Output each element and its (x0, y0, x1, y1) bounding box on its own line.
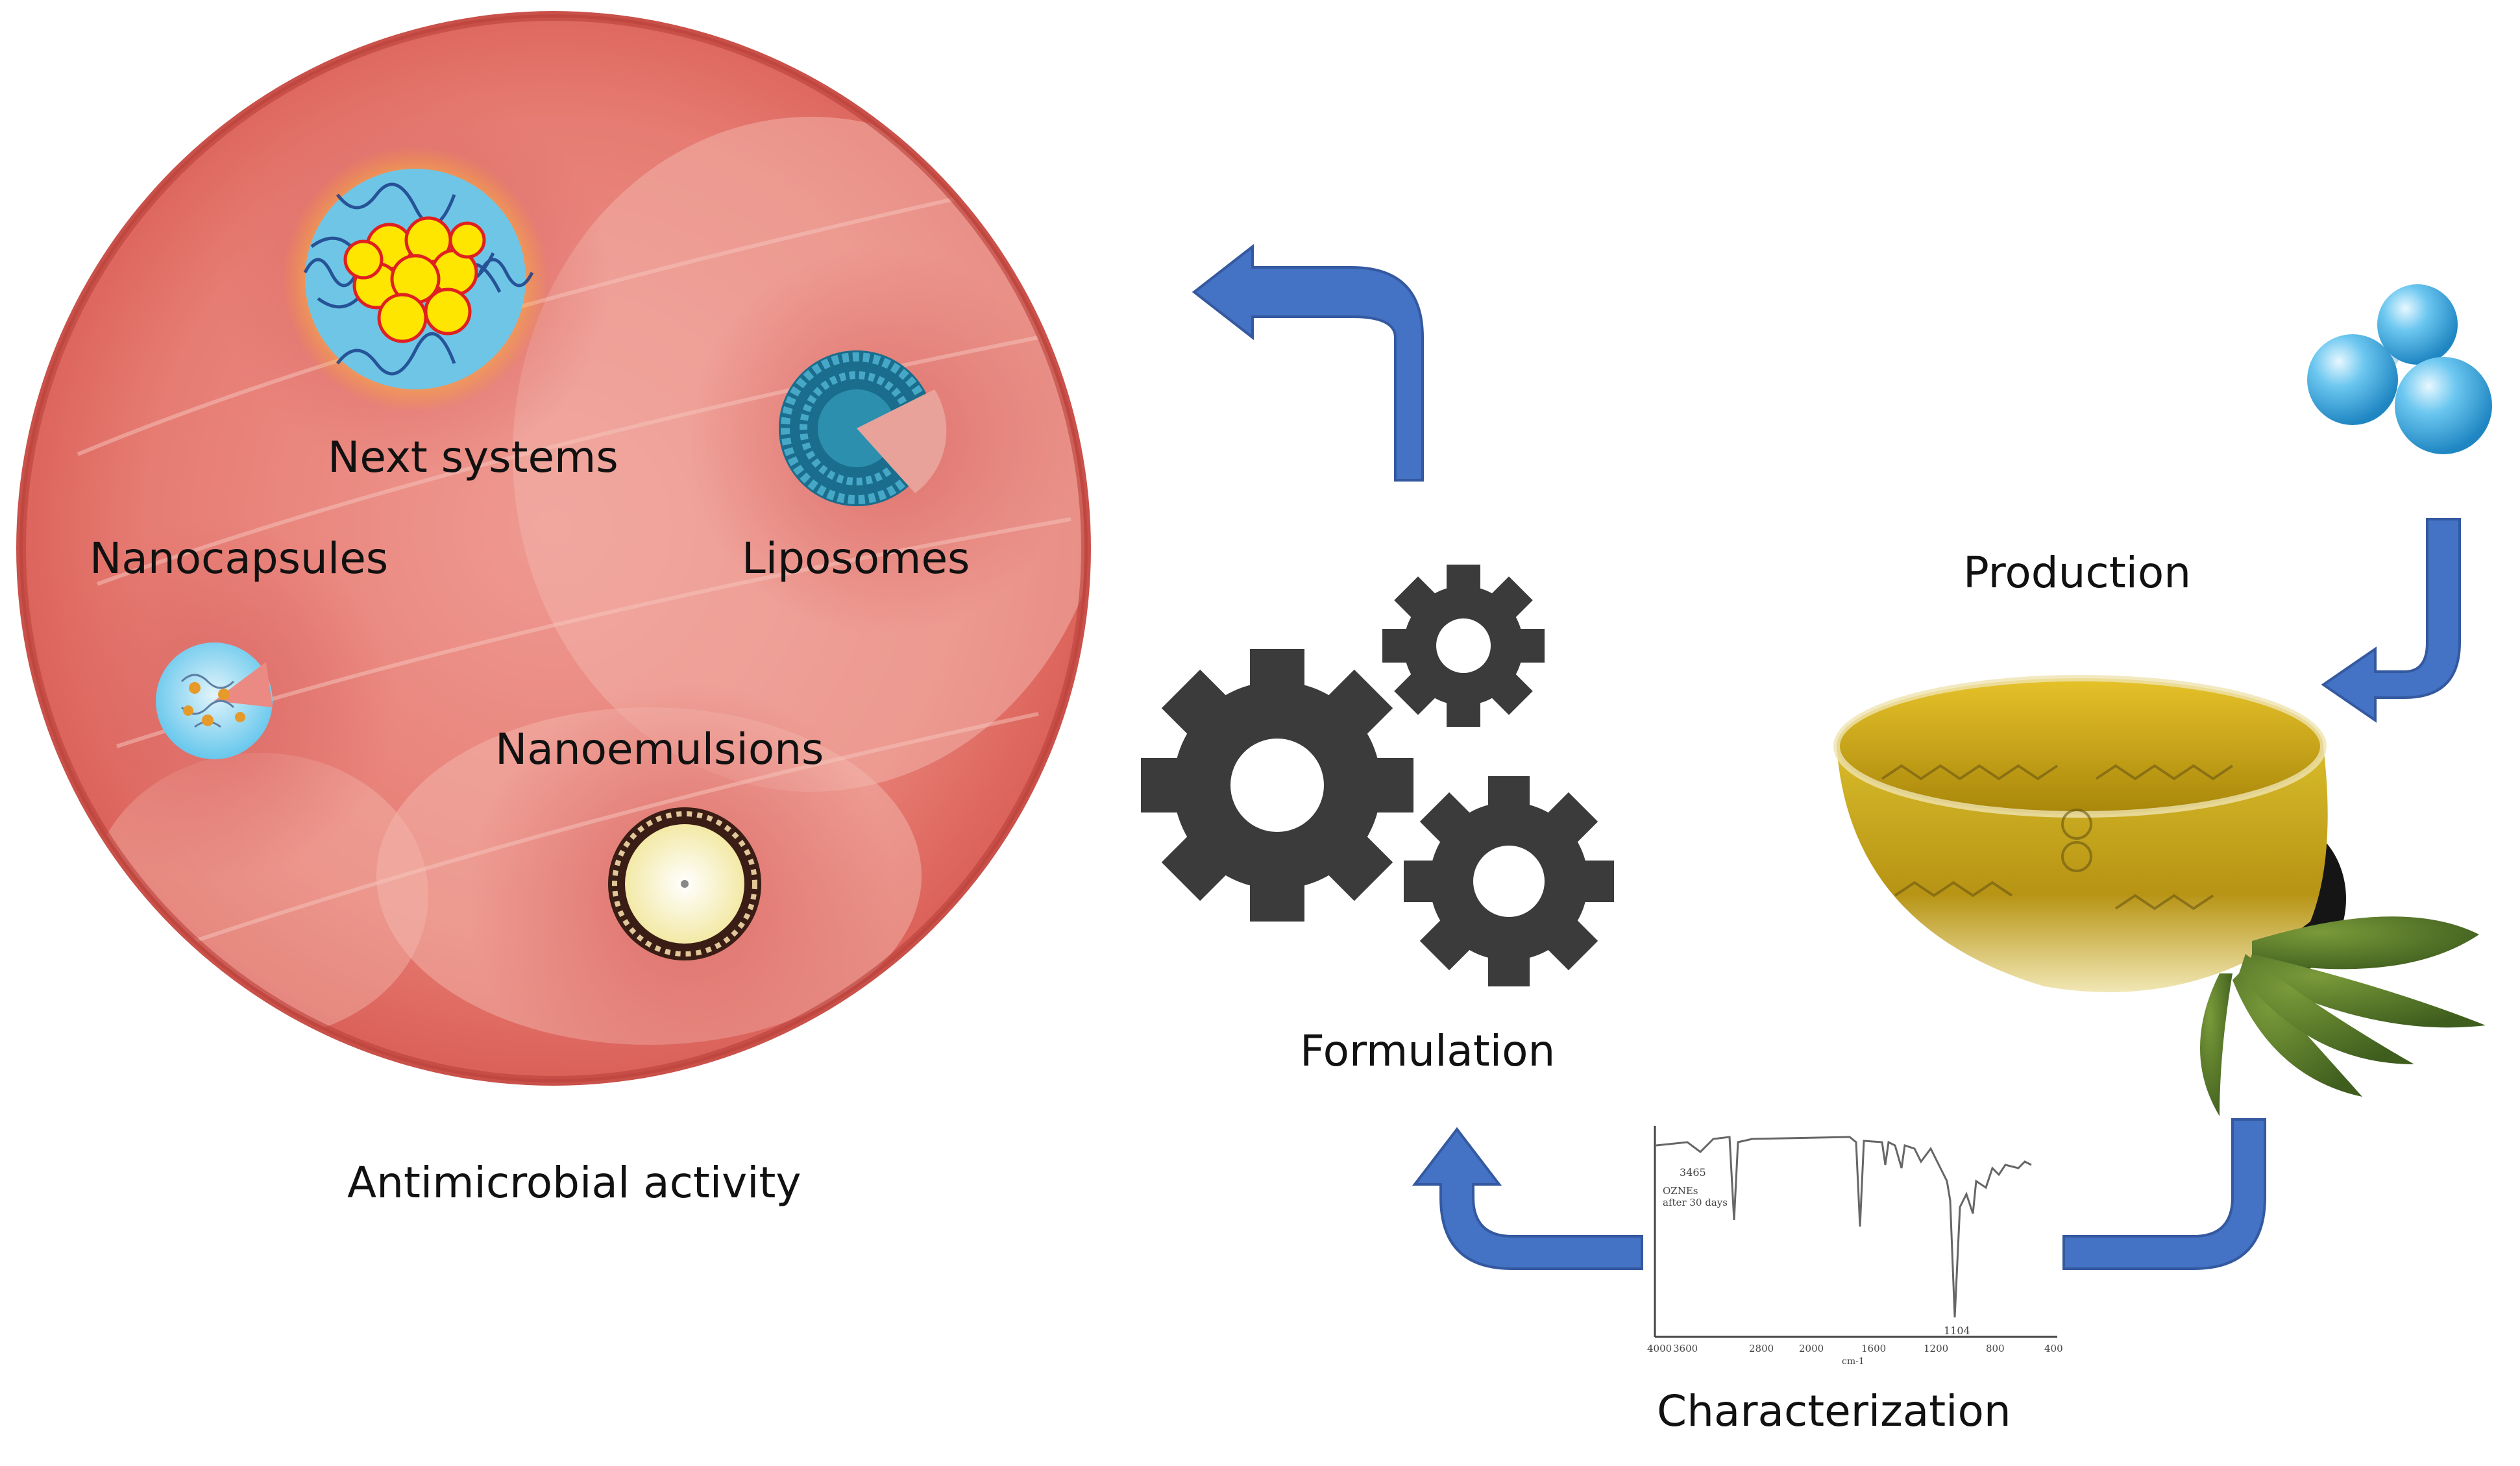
ftir-spectrum-chart: 3465 OZNEs after 30 days 1104 4000 3600 … (1647, 1126, 2063, 1367)
nanocapsule-icon (156, 642, 273, 759)
ftir-x-tick: 2800 (1749, 1343, 1774, 1354)
nanoemulsion-icon (608, 807, 761, 960)
ftir-sample-annotation-2: after 30 days (1663, 1197, 1728, 1208)
ftir-main-peak-annotation: 1104 (1944, 1325, 1970, 1337)
ftir-sample-annotation: OZNEs (1663, 1185, 1698, 1197)
liposome-icon (779, 350, 947, 506)
gears-icon (1141, 565, 1614, 986)
ftir-x-tick: 400 (2044, 1343, 2063, 1354)
arrow-molecule-to-oil (2321, 518, 2461, 723)
label-production: Production (1963, 548, 2192, 598)
arrow-characterization-to-formulation (1412, 1127, 1643, 1270)
arrow-oil-to-characterization (2062, 1118, 2266, 1270)
label-nanoemulsions: Nanoemulsions (495, 724, 824, 774)
next-systems-particle-icon (282, 146, 548, 412)
ftir-x-tick: 800 (1986, 1343, 2005, 1354)
label-characterization: Characterization (1657, 1386, 2011, 1436)
label-liposomes: Liposomes (742, 533, 970, 583)
label-antimicrobial-activity: Antimicrobial activity (347, 1158, 801, 1208)
ftir-peak-annotation: 3465 (1680, 1166, 1706, 1179)
label-formulation: Formulation (1300, 1026, 1556, 1076)
label-nanocapsules: Nanocapsules (90, 533, 389, 583)
ftir-x-tick: 1600 (1861, 1343, 1886, 1354)
ftir-x-tick: 3600 (1673, 1343, 1698, 1354)
ftir-x-tick: 2000 (1799, 1343, 1824, 1354)
ftir-x-unit: cm-1 (1842, 1356, 1865, 1367)
ftir-x-tick: 1200 (1924, 1343, 1948, 1354)
molecule-icon (2307, 284, 2492, 454)
ftir-x-tick: 4000 (1647, 1343, 1672, 1354)
olive-oil-bowl-icon (1833, 675, 2486, 1116)
ftir-spectrum-line (1656, 1136, 2032, 1318)
label-next-systems: Next systems (328, 432, 618, 482)
arrow-formulation-to-antimicrobial (1192, 243, 1424, 482)
